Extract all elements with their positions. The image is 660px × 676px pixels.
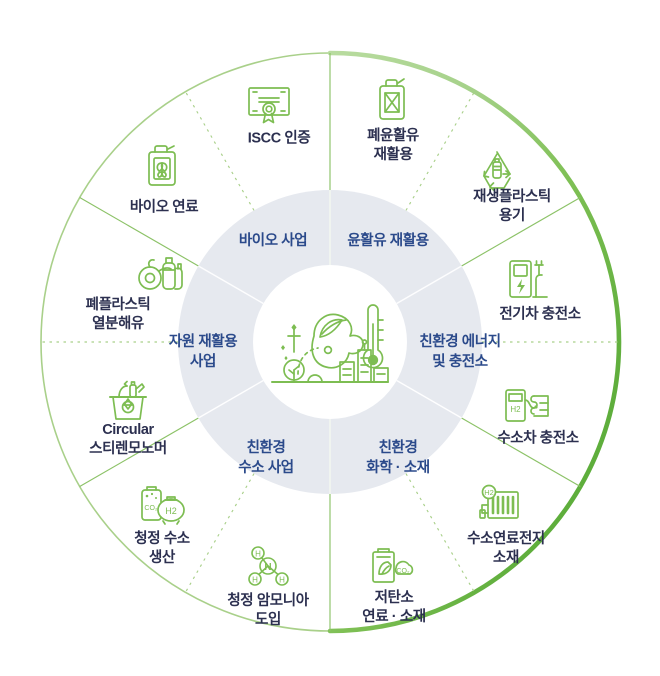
svg-text:CO₂: CO₂ <box>144 505 158 512</box>
segment-label-circular-sm: Circular 스티렌모노머 <box>89 421 167 457</box>
segment-label-h2-charger: 수소차 충전소 <box>497 430 579 447</box>
segment-label-iscc: ISCC 인증 <box>247 130 311 147</box>
svg-text:H: H <box>255 550 261 559</box>
segment-label-pyrolysis-oil: 폐플라스틱 열분해유 <box>85 296 151 332</box>
segment-label-ammonia: 청정 암모니아 도입 <box>227 592 309 628</box>
svg-text:H: H <box>252 576 258 585</box>
sector-label-energy: 친환경 에너지 및 충전소 <box>419 334 501 370</box>
inner-disc-separators <box>198 190 462 494</box>
svg-text:CO₂: CO₂ <box>396 568 410 575</box>
sector-label-bio: 바이오 사업 <box>238 233 308 249</box>
certificate-icon <box>242 81 296 131</box>
svg-text:H2: H2 <box>165 506 177 516</box>
svg-text:N: N <box>264 562 271 573</box>
recycle-bottle-icon <box>470 145 524 195</box>
ammonia-molecule-icon: N H H H <box>241 543 295 593</box>
sector-label-lubricant: 윤활유 재활용 <box>347 233 429 249</box>
subsector-divider-group <box>41 91 619 593</box>
segment-label-waste-oil: 폐윤활유 재활용 <box>367 127 419 163</box>
svg-text:H2: H2 <box>484 488 494 497</box>
jerrycan-icon <box>365 75 419 125</box>
hydrogen-charging-station-icon: H2 <box>501 380 555 430</box>
biofuel-can-icon <box>135 141 189 191</box>
segment-label-low-carbon: 저탄소 연료 · 소재 <box>362 589 426 625</box>
eco-environment-scene-icon <box>264 290 396 394</box>
sector-label-hydrogen: 친환경 수소 사업 <box>238 440 294 476</box>
sector-label-resource: 자원 재활용 사업 <box>168 334 238 370</box>
ev-charging-station-icon <box>501 254 555 304</box>
svg-text:H2: H2 <box>510 405 521 414</box>
low-carbon-fuel-icon: CO₂ <box>365 540 419 590</box>
segment-label-fuel-cell: 수소연료전지 소재 <box>467 530 545 566</box>
segment-label-bio-fuel: 바이오 연료 <box>129 199 199 216</box>
segment-label-recycled-pet: 재생플라스틱 용기 <box>473 188 551 224</box>
segment-label-clean-h2: 청정 수소 생산 <box>134 530 190 566</box>
waste-plastic-bottles-icon <box>135 247 189 297</box>
outer-ring-accent <box>327 50 622 634</box>
sector-label-chemical: 친환경 화학 · 소재 <box>366 440 430 476</box>
segment-label-ev-charger: 전기차 충전소 <box>499 306 581 323</box>
recycling-bin-icon <box>101 375 155 425</box>
svg-text:H: H <box>279 576 285 585</box>
fuel-cell-stack-icon: H2 <box>472 481 526 531</box>
hydrogen-tank-icon: CO₂ H2 <box>136 481 190 531</box>
